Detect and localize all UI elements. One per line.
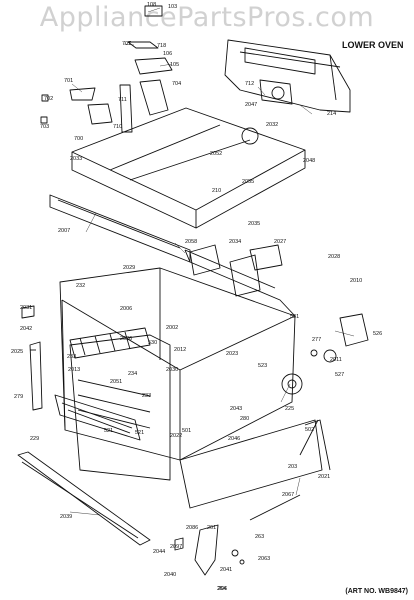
part-number-label: 531 (290, 314, 299, 320)
part-number-label: 703 (40, 124, 49, 130)
part-number-label: 264 (217, 586, 226, 592)
part-number-label: 2031 (20, 305, 32, 311)
part-number-label: 233 (67, 354, 76, 360)
part-number-label: 701 (64, 78, 73, 84)
part-number-label: 225 (285, 406, 294, 412)
part-number-label: 105 (170, 62, 179, 68)
part-number-label: 523 (258, 363, 267, 369)
oven-rack (69, 327, 151, 359)
part-number-label: 203 (288, 464, 297, 470)
control-panel-assembly (224, 39, 351, 145)
part-number-label: 2023 (226, 351, 238, 357)
part-number-label: 710 (113, 124, 122, 130)
part-number-label: 2026 (120, 336, 132, 342)
part-number-label: 2032 (266, 122, 278, 128)
part-number-label: 712 (245, 81, 254, 87)
part-number-label: 210 (212, 188, 221, 194)
part-number-label: 2041 (220, 567, 232, 573)
part-number-label: 2046 (228, 436, 240, 442)
part-number-label: 280 (240, 416, 249, 422)
oven-body (59, 249, 296, 461)
part-number-label: 2021 (318, 474, 330, 480)
lower-base (179, 419, 331, 521)
part-number-label: 2034 (229, 239, 241, 245)
part-number-label: 704 (172, 81, 181, 87)
part-number-label: 2033 (70, 156, 82, 162)
front-trim (49, 194, 191, 263)
bottom-kickplate (17, 451, 151, 546)
part-number-label: 206 (218, 586, 227, 592)
part-number-label: 2044 (153, 549, 165, 555)
part-number-label: 108 (147, 2, 156, 8)
part-number-label: 2058 (185, 239, 197, 245)
part-number-label: 2029 (123, 265, 135, 271)
part-number-label: 229 (30, 436, 39, 442)
door-trim-pieces (21, 305, 43, 411)
part-number-label: 707 (122, 41, 131, 47)
part-number-label: 2027 (274, 239, 286, 245)
part-number-label: 700 (74, 136, 83, 142)
hinge-parts (174, 524, 245, 576)
part-number-label: 261 (207, 525, 216, 531)
part-number-label: 2051 (110, 379, 122, 385)
part-number-label: 2011 (330, 357, 342, 363)
part-number-label: 530 (148, 340, 157, 346)
part-number-label: 2086 (186, 525, 198, 531)
part-number-label: 718 (157, 43, 166, 49)
part-number-label: 2040 (164, 572, 176, 578)
part-number-label: 2097 (170, 544, 182, 550)
part-number-label: 234 (128, 371, 137, 377)
part-number-label: 526 (373, 331, 382, 337)
part-number-label: 233 (142, 393, 151, 399)
part-number-label: 2043 (230, 406, 242, 412)
part-number-label: 2030 (166, 367, 178, 373)
part-number-label: 521 (104, 428, 113, 434)
part-number-label: 2022 (170, 433, 182, 439)
part-number-label: 232 (76, 283, 85, 289)
part-number-label: 2055 (242, 179, 254, 185)
part-number-label: 2039 (60, 514, 72, 520)
part-number-label: 2002 (166, 325, 178, 331)
part-number-label: 2042 (20, 326, 32, 332)
part-number-labels: 108 103 707 718 106 105 701 704 702 703 700 710 711 7… (11, 2, 382, 592)
part-number-label: 501 (182, 428, 191, 434)
part-number-label: 103 (168, 4, 177, 10)
part-number-label: 2048 (303, 158, 315, 164)
part-number-label: 2047 (245, 102, 257, 108)
side-components (189, 244, 369, 395)
part-number-label: 2010 (350, 278, 362, 284)
part-number-label: 263 (255, 534, 264, 540)
oven-cavity (54, 334, 171, 481)
leader-lines (69, 7, 355, 516)
part-number-label: 2035 (248, 221, 260, 227)
part-number-label: 2013 (68, 367, 80, 373)
part-number-label: 214 (327, 111, 336, 117)
part-number-label: 2012 (174, 347, 186, 353)
part-number-label: 702 (44, 96, 53, 102)
part-number-label: 2007 (58, 228, 70, 234)
part-number-label: 2028 (328, 254, 340, 260)
part-number-label: 521 (135, 430, 144, 436)
part-number-label: 277 (312, 337, 321, 343)
part-number-label: 711 (118, 97, 127, 103)
part-number-label: 2052 (210, 151, 222, 157)
part-number-label: 2006 (120, 306, 132, 312)
diagram-title: LOWER OVEN (342, 40, 404, 50)
top-cover-panel (71, 107, 306, 229)
part-number-label: 106 (163, 51, 172, 57)
part-number-label: 527 (335, 372, 344, 378)
art-number: (ART NO. WB9847) (345, 588, 408, 595)
part-number-label: 502 (305, 427, 314, 433)
part-number-label: 2025 (11, 349, 23, 355)
part-number-label: 2063 (258, 556, 270, 562)
bracket-parts (40, 5, 173, 133)
part-number-label: 2067 (282, 492, 294, 498)
part-number-label: 279 (14, 394, 23, 400)
